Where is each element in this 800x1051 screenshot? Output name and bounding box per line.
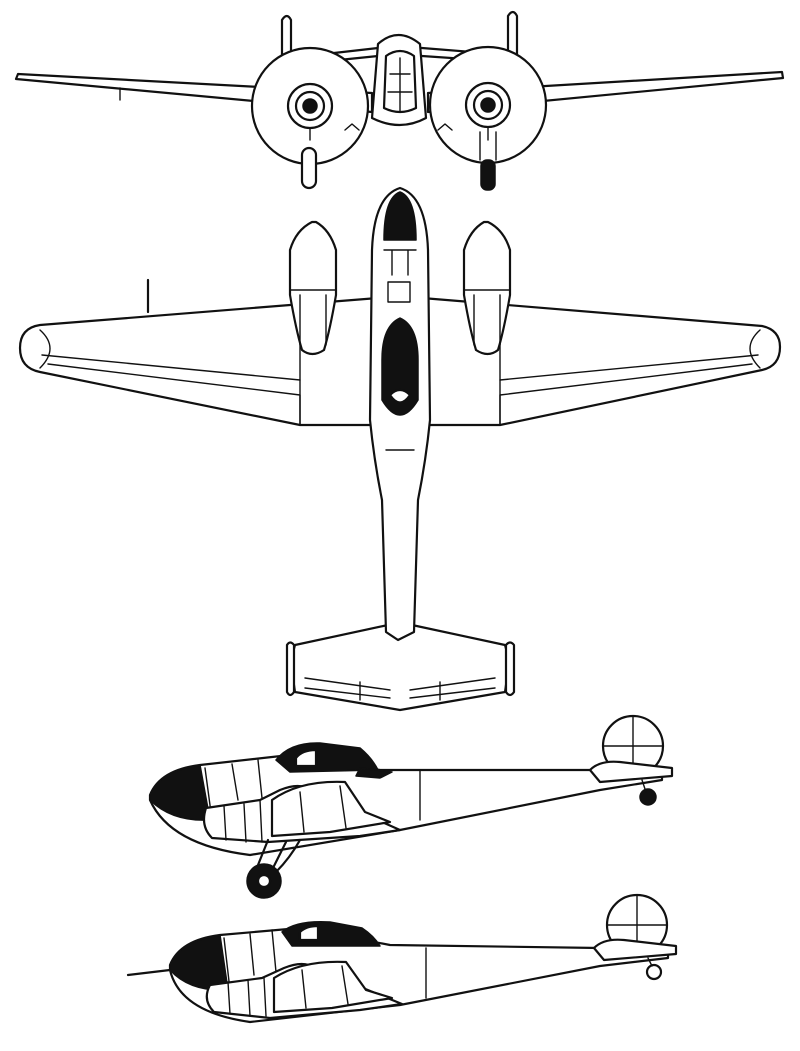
- top-right-fin: [504, 641, 516, 697]
- side1-wing: [270, 780, 392, 838]
- side2-tail-wheel: [645, 963, 663, 981]
- side2-nose-probe: [126, 968, 172, 977]
- front-cockpit: [382, 49, 418, 114]
- front-right-wheel: [480, 159, 496, 191]
- side2-canopy: [281, 920, 381, 947]
- top-left-fin: [285, 641, 296, 697]
- side-view-gear-down: [148, 714, 674, 899]
- side1-tailplane: [588, 760, 674, 784]
- side1-tail-wheel: [639, 788, 657, 806]
- front-view: [14, 10, 785, 191]
- front-right-spinner: [480, 97, 496, 113]
- top-left-nacelle: [288, 220, 338, 356]
- top-cockpit-canopy: [381, 317, 419, 416]
- top-right-nacelle: [462, 220, 512, 356]
- top-hatch: [387, 281, 411, 303]
- side2-tailplane: [592, 938, 678, 962]
- front-left-wheel: [300, 146, 318, 190]
- side2-wing: [272, 960, 394, 1014]
- front-right-wing: [426, 70, 785, 114]
- side-view-gear-up: [126, 893, 678, 1024]
- top-view: [18, 186, 782, 712]
- front-left-spinner: [302, 98, 318, 114]
- top-nose-glazing: [383, 191, 417, 241]
- side1-gear-strut: [256, 838, 302, 874]
